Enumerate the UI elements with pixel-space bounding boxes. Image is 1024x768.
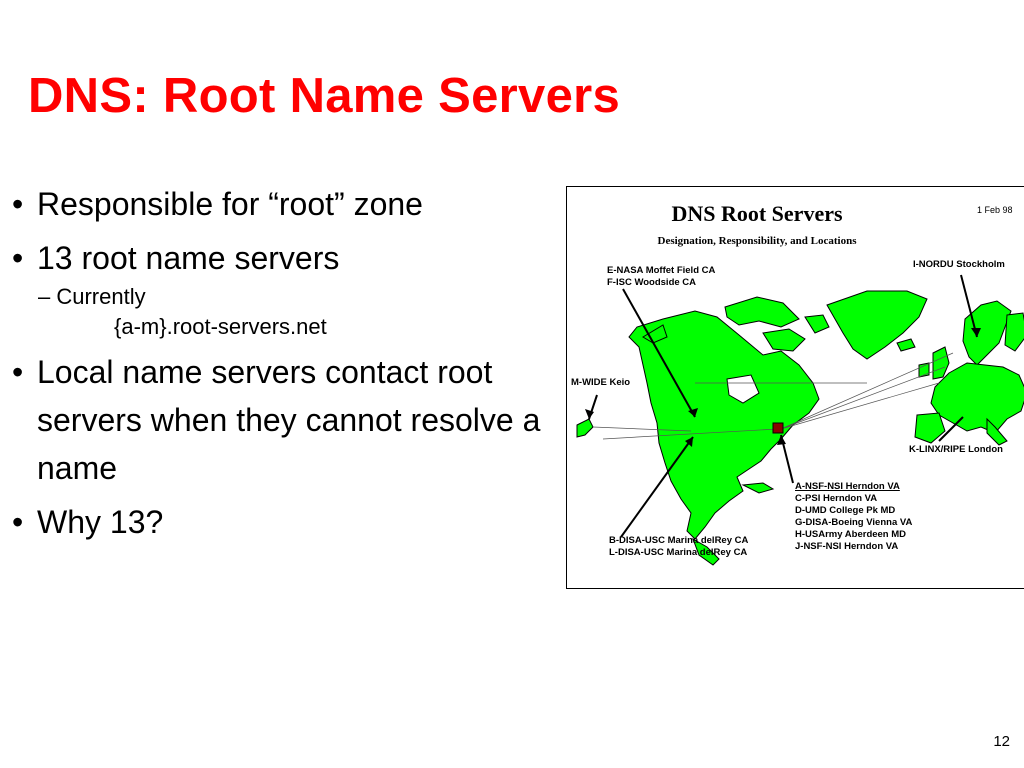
label-wide: M-WIDE Keio (571, 377, 631, 388)
server-cluster-marker (772, 422, 784, 434)
label-nasa: E-NASA Moffet Field CA (607, 265, 716, 276)
bullet-item: • Why 13? (10, 498, 550, 546)
bullet-dot: • (12, 186, 24, 222)
bullet-text: Responsible for “root” zone (37, 186, 423, 222)
page-number: 12 (993, 733, 1010, 750)
label-group-west-coast: B-DISA-USC Marina delRey CA L-DISA-USC M… (609, 535, 748, 559)
arctic-islands-shape (724, 296, 800, 328)
scandinavia-shape (962, 300, 1012, 366)
label-army: H-USArmy Aberdeen MD (795, 529, 907, 540)
label-umd: D-UMD College Pk MD (795, 505, 896, 516)
bullet-item: • Responsible for “root” zone (10, 180, 550, 228)
sub-bullet-detail: {a-m}.root-servers.net (114, 314, 327, 339)
bullet-item: • Local name servers contact root server… (10, 348, 550, 492)
bullet-dot: • (12, 504, 24, 540)
label-linx: K-LINX/RIPE London (909, 444, 1003, 455)
slide-title: DNS: Root Name Servers (28, 69, 621, 123)
label-disa-g: G-DISA-Boeing Vienna VA (795, 517, 913, 528)
north-america-shape (628, 310, 820, 540)
label-nsf-j: J-NSF-NSI Herndon VA (795, 541, 899, 552)
uk-shape (932, 346, 950, 380)
label-disa-b: B-DISA-USC Marina delRey CA (609, 535, 749, 546)
label-group-east-coast: A-NSF-NSI Herndon VA C-PSI Herndon VA D-… (795, 481, 912, 553)
europe-shape (930, 362, 1024, 434)
label-disa-l: L-DISA-USC Marina delRey CA (609, 547, 748, 558)
bullet-text: 13 root name servers (37, 240, 340, 276)
figure-subtitle: Designation, Responsibility, and Locatio… (657, 235, 857, 247)
label-nordu: I-NORDU Stockholm (913, 259, 1005, 270)
bullet-text: Why 13? (37, 504, 164, 540)
root-servers-map-figure: DNS Root Servers Designation, Responsibi… (566, 186, 1024, 589)
bullet-text: Local name servers contact root servers … (37, 354, 541, 486)
label-group-nasa-isc: E-NASA Moffet Field CA F-ISC Woodside CA (607, 265, 715, 289)
world-map-image (576, 274, 1024, 566)
greenland-shape (826, 290, 928, 360)
bullet-item: • 13 root name servers (10, 234, 550, 282)
bullet-dot: • (12, 240, 24, 276)
bullet-list: • Responsible for “root” zone • 13 root … (10, 180, 550, 546)
japan-shape (576, 418, 594, 438)
label-psi: C-PSI Herndon VA (795, 493, 878, 504)
sub-bullet: – Currently (38, 284, 146, 309)
bullet-dot: • (12, 354, 24, 390)
figure-date: 1 Feb 98 (977, 205, 1013, 215)
label-isc: F-ISC Woodside CA (607, 277, 697, 288)
figure-title: DNS Root Servers (671, 201, 843, 226)
label-nsf-a: A-NSF-NSI Herndon VA (795, 481, 900, 492)
